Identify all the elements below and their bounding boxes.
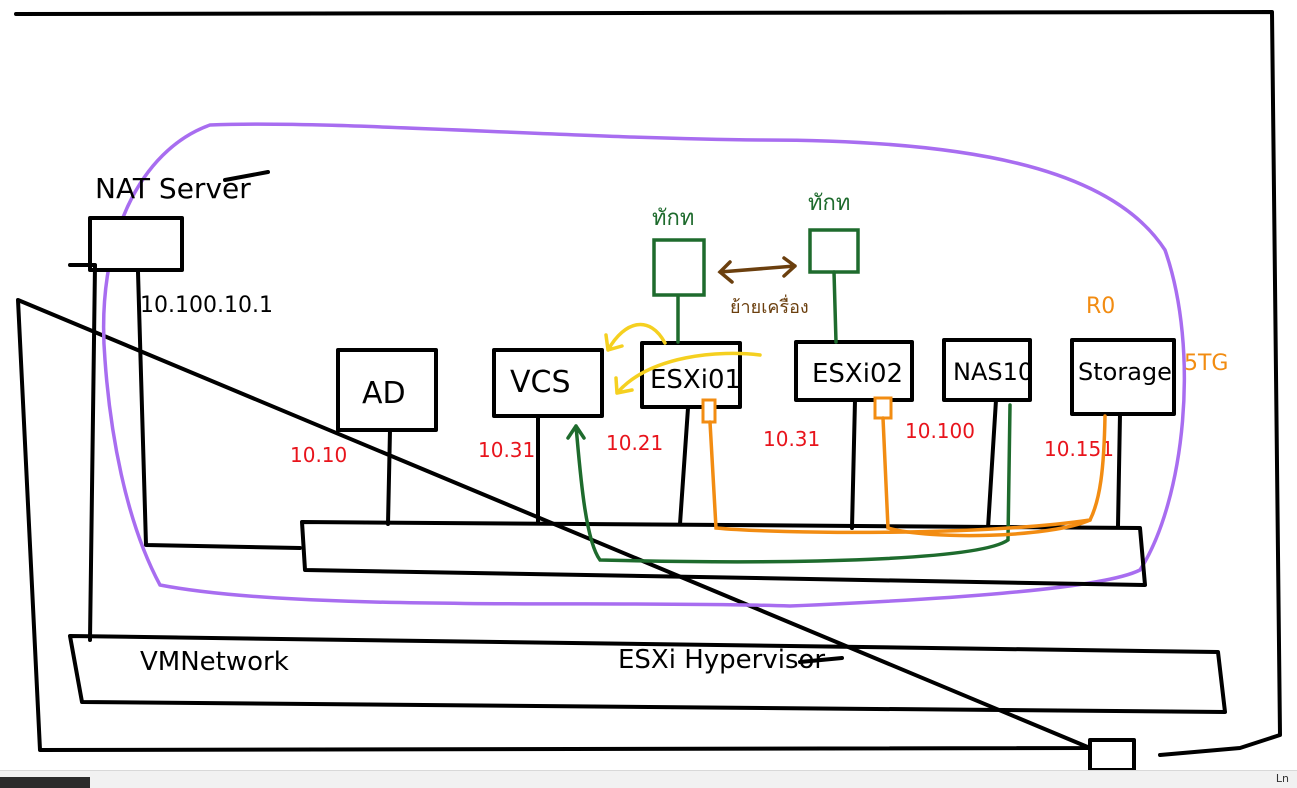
node-ad-link <box>386 428 392 526</box>
vm-right-box <box>808 228 860 274</box>
node-storage-label: Storage <box>1078 358 1172 386</box>
yellow-arrow-bottom <box>614 351 762 395</box>
node-vcs-box <box>492 348 604 418</box>
line-indicator: Ln <box>1275 772 1289 785</box>
node-esxi02-label: ESXi02 <box>812 359 903 389</box>
storage-raid-label: R0 <box>1086 294 1115 319</box>
network-diagram: NAT Server 10.100.10.1 AD 10.10 VCS 10.3… <box>14 10 1282 770</box>
nat-uplink <box>68 263 97 642</box>
node-ad-box <box>336 348 438 432</box>
yellow-arrow-top <box>604 322 667 352</box>
node-nas-label: NAS10 <box>953 358 1033 386</box>
node-esxi02-link <box>850 398 857 530</box>
nat-lab-link <box>136 270 302 550</box>
orange-path-esxi01 <box>708 414 1107 535</box>
nat-server-underline <box>223 170 270 182</box>
node-esxi01-ip: 10.21 <box>606 431 663 455</box>
corner-box <box>1088 738 1136 770</box>
node-esxi01-label: ESXi01 <box>650 365 741 395</box>
node-ad-ip: 10.10 <box>290 443 347 467</box>
vmnetwork-label: VMNetwork <box>140 647 289 677</box>
node-storage-link <box>1116 412 1122 528</box>
node-nas-box <box>942 338 1032 402</box>
vm-right-link <box>832 270 838 344</box>
nat-server-ip: 10.100.10.1 <box>140 293 273 318</box>
hypervisor-bar <box>68 634 1227 714</box>
group-outline <box>101 122 1187 608</box>
vm-left-label: ทักท <box>652 206 694 231</box>
node-vcs-ip: 10.31 <box>478 438 535 462</box>
orange-path-esxi02 <box>881 416 1092 538</box>
storage-size-label: 5TG <box>1184 351 1228 376</box>
status-tab[interactable] <box>0 777 90 788</box>
lab-switch <box>300 520 1147 587</box>
node-nas-link <box>986 398 998 530</box>
vm-left-box <box>652 238 706 297</box>
node-esxi02-ip: 10.31 <box>763 427 820 451</box>
node-esxi01-link <box>678 406 690 526</box>
hypervisor-underline <box>798 656 844 664</box>
esxi02-storage-port <box>873 396 893 420</box>
nat-server-box <box>88 216 184 272</box>
migrate-label: ย้ายเครื่อง <box>730 294 809 318</box>
node-storage-box <box>1070 338 1176 416</box>
node-vcs-label: VCS <box>510 365 571 400</box>
node-nas-ip: 10.100 <box>905 419 975 443</box>
node-ad-label: AD <box>362 376 406 411</box>
hypervisor-label: ESXi Hypervisor <box>618 645 825 675</box>
migrate-arrow <box>717 256 797 284</box>
vm-right-label: ทักท <box>808 191 850 216</box>
status-bar: Ln <box>0 770 1297 788</box>
esxi01-storage-port <box>701 398 717 424</box>
nat-server-label: NAT Server <box>95 172 251 205</box>
green-mgmt-path <box>566 403 1012 564</box>
